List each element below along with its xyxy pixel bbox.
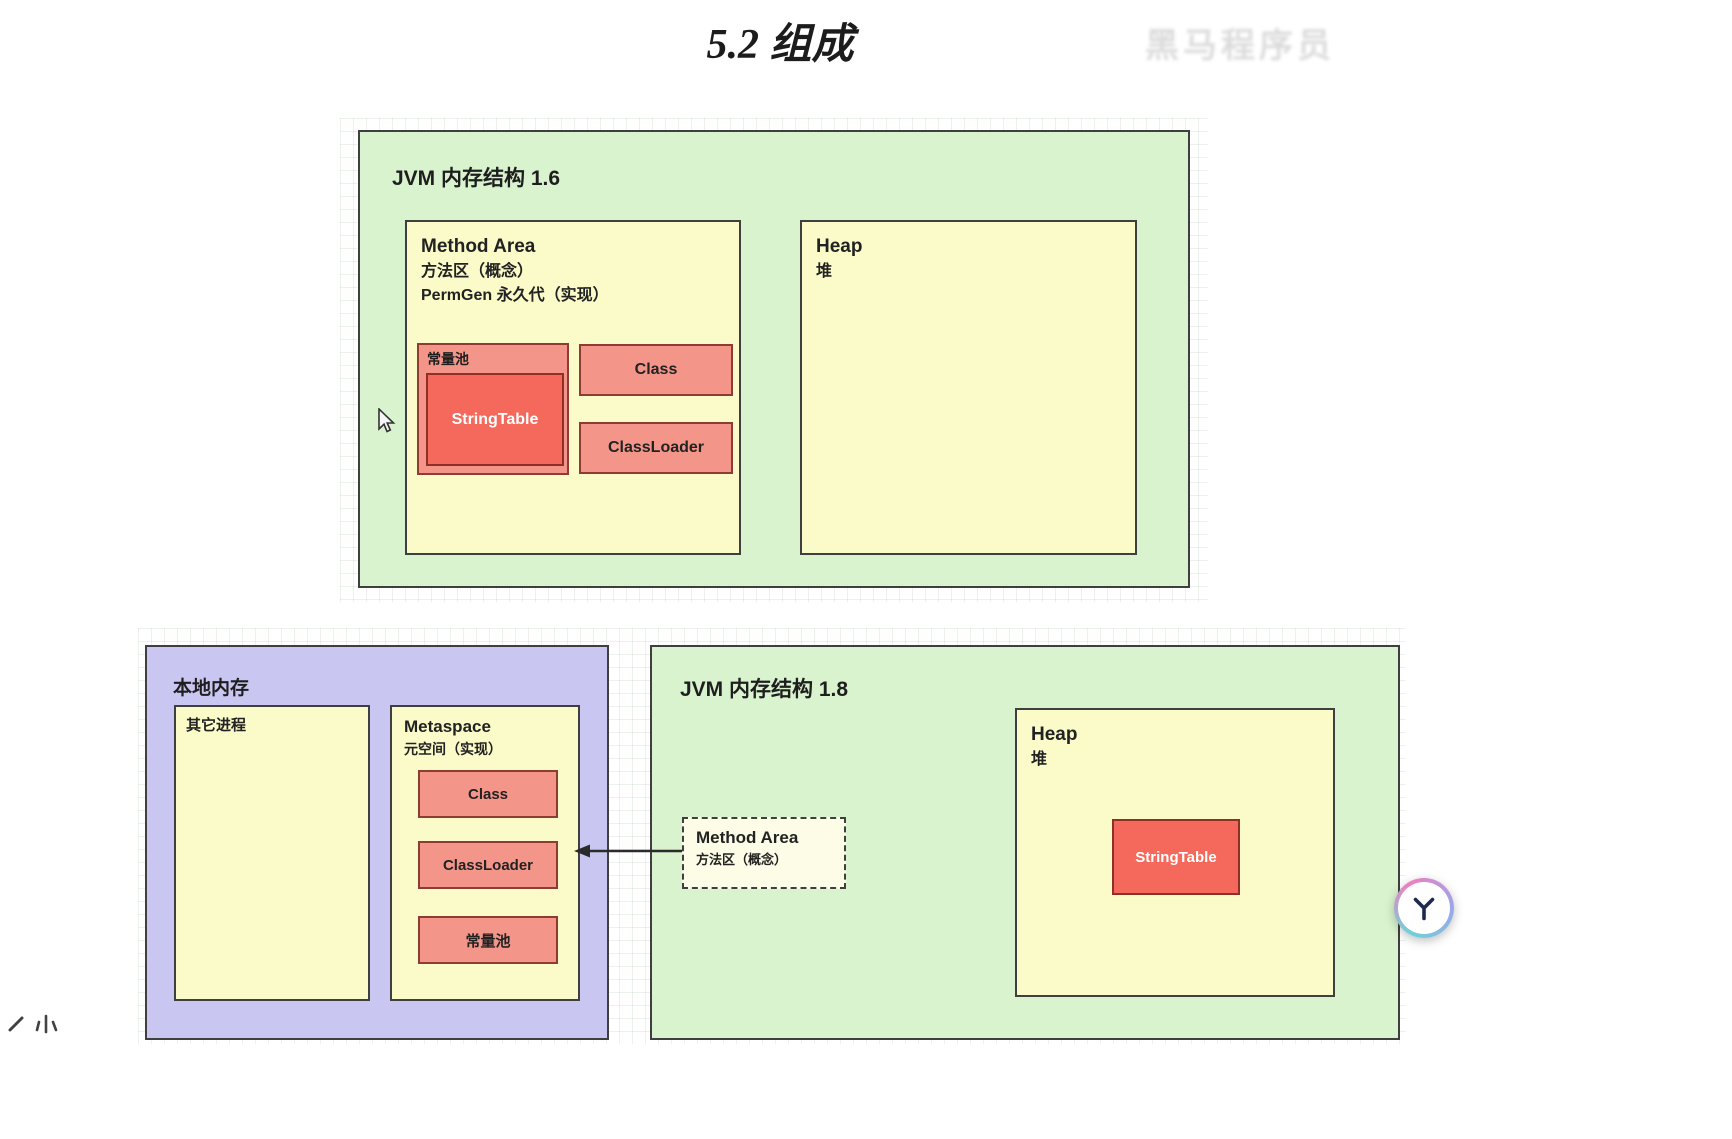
jvm16-heap-box: Heap 堆 bbox=[800, 220, 1137, 555]
jvm18-stringtable-label: StringTable bbox=[1135, 848, 1217, 866]
jvm16-constant-pool-box: 常量池 StringTable bbox=[417, 343, 569, 475]
jvm16-classloader-box: ClassLoader bbox=[579, 422, 733, 474]
jvm18-method-area-box: Method Area 方法区（概念） bbox=[682, 817, 846, 889]
page-title: 5.2 组成 bbox=[706, 22, 854, 68]
channel-logo bbox=[1394, 878, 1454, 938]
jvm16-method-area-box: Method Area 方法区（概念） PermGen 永久代（实现） 常量池 … bbox=[405, 220, 741, 555]
method-area-concept: 方法区（概念） bbox=[421, 262, 534, 280]
metaspace-header: Metaspace 元空间（实现） bbox=[392, 707, 578, 769]
jvm18-container: JVM 内存结构 1.8 Method Area 方法区（概念） Heap 堆 … bbox=[650, 645, 1400, 1040]
jvm16-heap-header: Heap 堆 bbox=[802, 222, 1135, 296]
native-memory-title: 本地内存 bbox=[173, 678, 250, 699]
mouse-cursor-icon bbox=[378, 408, 396, 433]
native-memory-container: 本地内存 其它进程 Metaspace 元空间（实现） Class ClassL… bbox=[145, 645, 609, 1040]
jvm18-method-area-title: Method Area bbox=[696, 828, 799, 847]
jvm16-stringtable-box: StringTable bbox=[426, 373, 564, 466]
jvm18-heap-header: Heap 堆 bbox=[1017, 710, 1333, 784]
jvm18-heap-title: Heap bbox=[1031, 724, 1078, 745]
stringtable-label: StringTable bbox=[451, 410, 539, 428]
channel-logo-inner bbox=[1398, 882, 1450, 934]
jvm16-title: JVM 内存结构 1.6 bbox=[392, 167, 561, 190]
jvm18-heap-box: Heap 堆 StringTable bbox=[1015, 708, 1335, 997]
heap-subtitle: 堆 bbox=[816, 262, 833, 280]
constant-pool-label: 常量池 bbox=[427, 351, 469, 367]
jvm16-method-area-header: Method Area 方法区（概念） PermGen 永久代（实现） bbox=[407, 222, 739, 320]
metaspace-class-box: Class bbox=[418, 770, 558, 818]
corner-marks bbox=[8, 1014, 58, 1034]
other-process-label: 其它进程 bbox=[186, 717, 247, 734]
jvm18-method-area-header: Method Area 方法区（概念） bbox=[684, 819, 844, 877]
jvm18-method-area-subtitle: 方法区（概念） bbox=[696, 851, 788, 867]
trident-logo-icon bbox=[1413, 897, 1435, 921]
watermark-text: 黑马程序员 bbox=[1145, 27, 1335, 65]
metaspace-box: Metaspace 元空间（实现） Class ClassLoader 常量池 bbox=[390, 705, 580, 1001]
jvm18-title: JVM 内存结构 1.8 bbox=[680, 678, 849, 701]
heap-title: Heap bbox=[816, 236, 863, 257]
jvm18-stringtable-box: StringTable bbox=[1112, 819, 1240, 895]
method-area-impl: PermGen 永久代（实现） bbox=[421, 286, 609, 304]
metaspace-constant-pool-box: 常量池 bbox=[418, 916, 558, 964]
metaspace-subtitle: 元空间（实现） bbox=[404, 740, 502, 757]
metaspace-title: Metaspace bbox=[404, 717, 491, 736]
metaspace-classloader-box: ClassLoader bbox=[418, 841, 558, 889]
method-area-to-metaspace-arrow bbox=[574, 844, 682, 858]
other-process-box: 其它进程 bbox=[174, 705, 370, 1001]
jvm18-heap-subtitle: 堆 bbox=[1031, 750, 1048, 768]
method-area-title: Method Area bbox=[421, 236, 536, 257]
jvm16-container: JVM 内存结构 1.6 Method Area 方法区（概念） PermGen… bbox=[358, 130, 1190, 588]
jvm16-class-box: Class bbox=[579, 344, 733, 396]
